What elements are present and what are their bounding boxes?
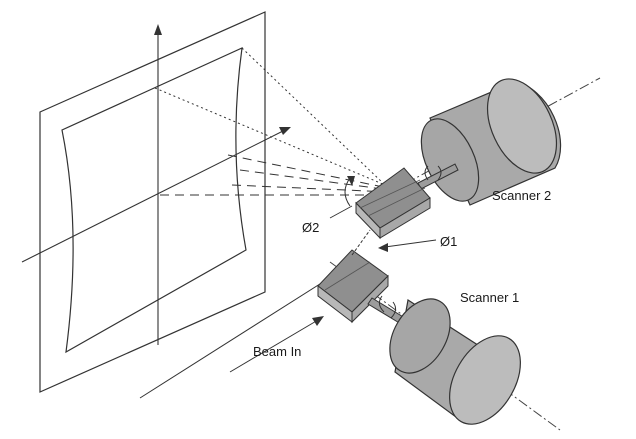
scanner-1-axis — [329, 261, 561, 431]
phi-1-leader — [384, 239, 437, 248]
scan-field-outline — [61, 47, 247, 354]
scanner-2-label: Scanner 2 — [492, 188, 551, 203]
horizontal-axis-arrowhead — [279, 127, 291, 135]
beam-lines — [154, 47, 392, 196]
scanner-2-motor — [420, 78, 562, 206]
projection-plane — [39, 11, 266, 393]
phi-1-leader-arrowhead — [378, 243, 388, 252]
beam-in-line — [139, 269, 343, 399]
inter-mirror-beam — [351, 229, 371, 256]
phi-2-angle-arc — [344, 177, 351, 207]
scanner-1-label: Scanner 1 — [460, 290, 519, 305]
phi-2-leader — [329, 205, 353, 219]
phi-1-label: Ø1 — [440, 234, 457, 249]
beam-in-arrow — [229, 319, 319, 373]
horizontal-axis — [21, 129, 286, 263]
scanner-1-rotation-arrow — [378, 295, 397, 319]
scanner-2-mirror — [355, 167, 431, 240]
beam-in-arrowhead — [312, 316, 324, 326]
scanner-1-mirror — [317, 249, 389, 324]
beam-in-label: Beam In — [253, 344, 301, 359]
phi-2-arc-arrowhead — [347, 176, 355, 186]
phi-2-label: Ø2 — [302, 220, 319, 235]
scanner-2-rotation-arrow — [424, 165, 442, 181]
scanner-1-motor — [389, 298, 521, 425]
vertical-axis-arrowhead — [154, 24, 162, 35]
